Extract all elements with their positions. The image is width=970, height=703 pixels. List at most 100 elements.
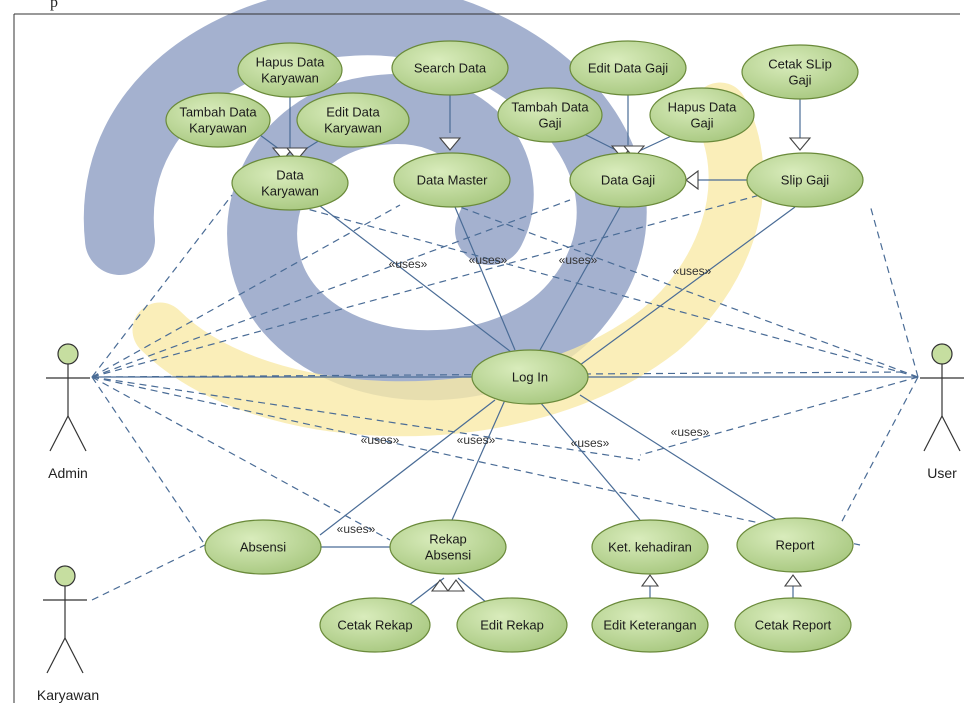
usecase-label: Edit Data — [326, 105, 380, 120]
actor-karyawan[interactable]: Karyawan — [37, 565, 99, 703]
usecase-label: Absensi — [240, 540, 286, 555]
usecase-shape — [237, 42, 343, 98]
gen-tambahgaji-datagaji — [579, 131, 621, 153]
actor-admin[interactable]: Admin — [46, 343, 90, 481]
usecase-label: Cetak SLip — [768, 57, 832, 72]
arrowhead-datakaryawan-2 — [285, 147, 309, 161]
uses-login-report — [579, 394, 781, 523]
relation-labels: «uses»«uses»«uses»«uses»«uses»«uses»«use… — [337, 253, 712, 536]
usecase-label: Karyawan — [324, 121, 382, 136]
usecase-shape — [569, 40, 687, 96]
usecase-label: Tambah Data — [179, 105, 257, 120]
usecase-shape — [591, 597, 709, 653]
usecase-label: Hapus Data — [256, 55, 325, 70]
usecase-label: Slip Gaji — [781, 173, 830, 188]
uses-label-7: «uses» — [671, 425, 710, 439]
admin-dashed-7 — [91, 376, 391, 541]
usecase-shape — [471, 349, 589, 405]
assoc-karyawan-absensi — [91, 544, 206, 601]
usecase-log-in[interactable]: Log In — [471, 349, 589, 405]
usecase-cetak-report[interactable]: Cetak Report — [734, 597, 852, 653]
usecase-shape — [591, 519, 709, 575]
usecase-absensi[interactable]: Absensi — [204, 519, 322, 575]
usecase-label: Data Master — [417, 173, 488, 188]
actor-head — [931, 343, 953, 365]
admin-dashed-6 — [91, 376, 206, 546]
usecase-label: Karyawan — [261, 184, 319, 199]
usecase-label: Karyawan — [189, 121, 247, 136]
uses-login-datamaster — [454, 206, 516, 351]
usecase-shape — [746, 152, 864, 208]
uses-label-2: «uses» — [559, 253, 598, 267]
usecase-ket-kehadiran[interactable]: Ket. kehadiran — [591, 519, 709, 575]
usecase-label: Edit Keterangan — [603, 618, 696, 633]
usecase-data-master[interactable]: Data Master — [393, 152, 511, 208]
usecase-label: Rekap — [429, 532, 467, 547]
uses-label-3: «uses» — [673, 264, 712, 278]
actor-leg-right — [64, 637, 84, 674]
uses-login-rekap — [451, 399, 506, 521]
actor-user[interactable]: User — [920, 343, 964, 481]
admin-dashed-0 — [91, 194, 233, 378]
uses-login-absensi — [319, 399, 496, 536]
usecase-label: Log In — [512, 370, 548, 385]
usecase-cetak-rekap[interactable]: Cetak Rekap — [319, 597, 431, 653]
usecase-shape — [456, 597, 568, 653]
arrowhead-datakaryawan-1 — [271, 147, 295, 161]
usecase-edit-data-gaji[interactable]: Edit Data Gaji — [569, 40, 687, 96]
generalization-arrows — [271, 137, 812, 592]
arrowhead-slipgaji — [788, 137, 812, 151]
usecase-edit-keterangan[interactable]: Edit Keterangan — [591, 597, 709, 653]
uses-label-5: «uses» — [457, 433, 496, 447]
arrowhead-kethadiran — [640, 574, 660, 587]
arrowhead-rekap-1 — [430, 579, 450, 592]
usecase-data-gaji[interactable]: Data Gaji — [569, 152, 687, 208]
usecase-label: Edit Rekap — [480, 618, 544, 633]
frame — [13, 13, 960, 703]
uses-label-1: «uses» — [469, 253, 508, 267]
usecase-label: Cetak Rekap — [337, 618, 412, 633]
usecase-label: Edit Data Gaji — [588, 61, 668, 76]
actor-leg-left — [46, 637, 66, 674]
usecase-shape — [741, 44, 859, 100]
usecase-shape — [296, 92, 410, 148]
usecase-shape — [391, 40, 509, 96]
actor-head — [54, 565, 76, 587]
usecase-label: Gaji — [788, 73, 811, 88]
usecase-edit-rekap[interactable]: Edit Rekap — [456, 597, 568, 653]
admin-dashed-4 — [91, 371, 906, 378]
admin-dashed-2 — [91, 199, 571, 378]
user-dashed-3 — [839, 376, 919, 526]
usecase-label: Report — [775, 538, 814, 553]
usecase-label: Karyawan — [261, 71, 319, 86]
usecase-report[interactable]: Report — [736, 517, 854, 573]
usecase-shape — [204, 519, 322, 575]
arrowhead-datagaji-2 — [622, 145, 646, 159]
usecase-shape — [231, 155, 349, 211]
admin-dashed-3 — [91, 194, 761, 378]
usecase-shape — [319, 597, 431, 653]
usecase-search-data[interactable]: Search Data — [391, 40, 509, 96]
usecase-shape — [649, 87, 755, 143]
user-dashed-4 — [639, 376, 919, 456]
user-dashed-1 — [459, 206, 919, 378]
arrowhead-datamaster — [438, 137, 462, 151]
usecase-shape — [736, 517, 854, 573]
usecase-slip-gaji[interactable]: Slip Gaji — [746, 152, 864, 208]
admin-dashed-8 — [91, 376, 641, 461]
usecase-shape — [393, 152, 511, 208]
uses-login-kethadiran — [539, 401, 641, 521]
usecase-label: Tambah Data — [511, 100, 589, 115]
